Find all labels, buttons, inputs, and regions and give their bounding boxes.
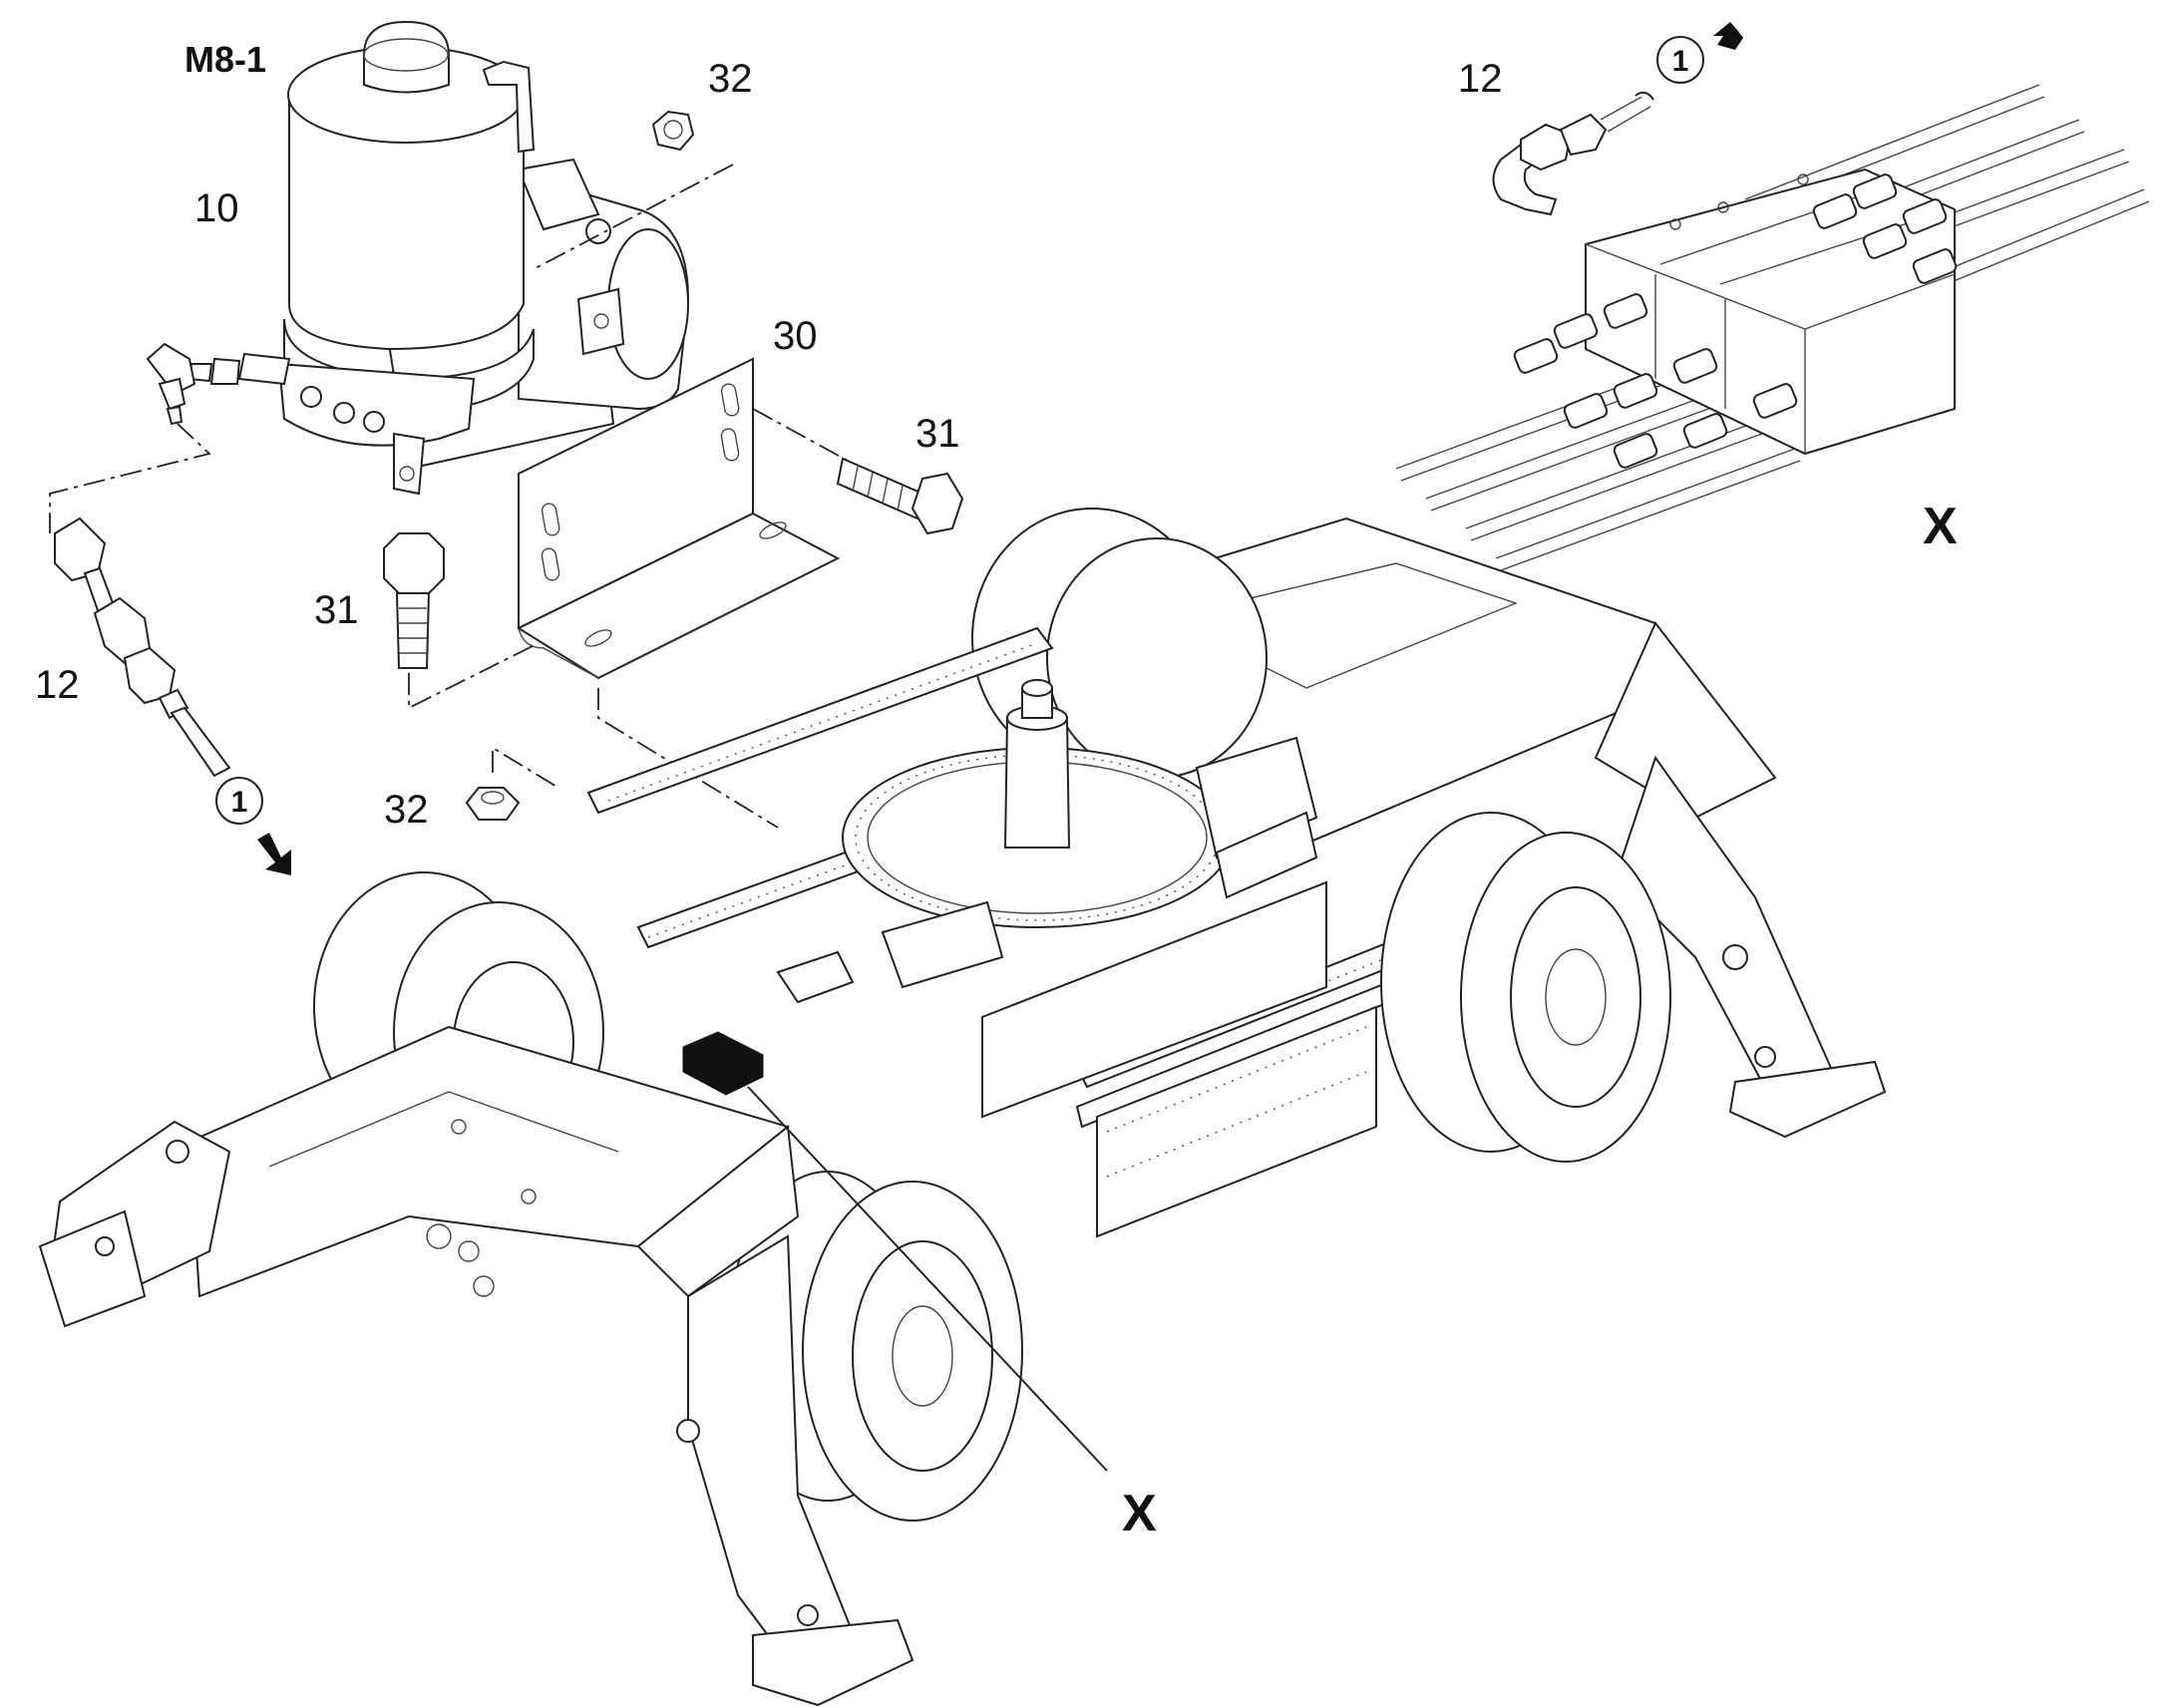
callout-31-horizontal: 31 xyxy=(915,412,960,456)
slewing-ring xyxy=(842,679,1233,928)
wheel-rear-right xyxy=(1380,812,1671,1163)
callout-32-bottom: 32 xyxy=(384,788,429,832)
arrow-icon xyxy=(1713,22,1743,50)
arrow-icon xyxy=(257,833,291,875)
connection-marker-right: 1 xyxy=(1656,22,1743,84)
connection-marker-left: 1 xyxy=(215,777,291,875)
leader-nut-bottom xyxy=(492,746,559,789)
leader-bolt-vertical xyxy=(408,642,540,710)
bolt-vertical xyxy=(383,532,445,669)
callout-32-top: 32 xyxy=(708,57,753,101)
connection-ref-left: 1 xyxy=(231,786,248,819)
leader-bracket-to-chassis xyxy=(597,688,779,829)
pipe-assembly-left xyxy=(54,516,231,778)
detail-view-x xyxy=(1395,84,2150,571)
view-label-detail: X xyxy=(1923,498,1958,555)
angle-bracket xyxy=(516,357,841,680)
callout-12-right: 12 xyxy=(1458,57,1503,101)
bolt-horizontal xyxy=(836,457,964,535)
callout-30: 30 xyxy=(773,314,818,358)
air-dryer-assembly xyxy=(146,20,690,496)
callout-12-left: 12 xyxy=(35,663,80,707)
view-label-chassis: X xyxy=(1122,1485,1157,1542)
leader-fitting-to-pipe xyxy=(49,423,211,533)
callout-31-vertical: 31 xyxy=(314,588,359,632)
component-marker xyxy=(682,1031,764,1096)
nut-top xyxy=(651,110,695,152)
chassis-assembly xyxy=(38,508,1887,1707)
connection-ref-right: 1 xyxy=(1672,45,1689,78)
callout-10: 10 xyxy=(194,186,239,230)
leader-bracket-to-bolt xyxy=(752,408,849,462)
drawing-id: M8-1 xyxy=(184,39,266,80)
leader-line-x xyxy=(747,1086,1108,1472)
nut-bottom xyxy=(465,787,521,821)
